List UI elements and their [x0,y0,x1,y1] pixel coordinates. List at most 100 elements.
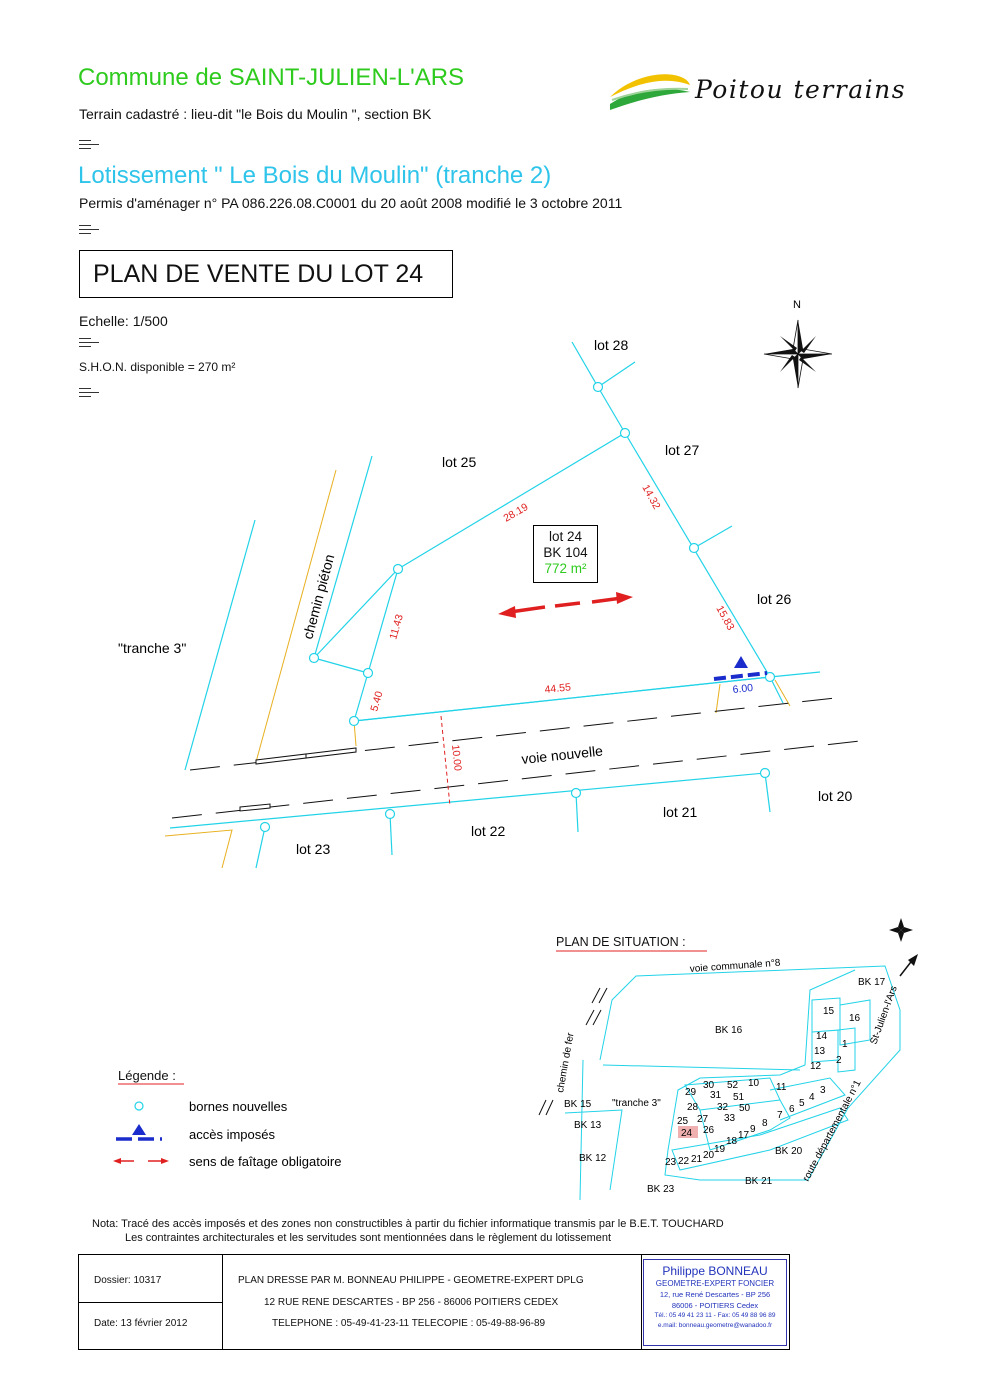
cartouche [78,1254,790,1350]
borne [308,652,320,664]
situation-parcels [579,1059,584,1201]
parcel-label: 5 [799,1098,805,1109]
south-boundary [169,772,766,829]
parcel-label: BK 23 [647,1184,675,1195]
legende-faitage: sens de faîtage obligatoire [189,1154,342,1169]
parcel-label: 52 [727,1080,739,1091]
road-edge [184,519,256,771]
telephone: TELEPHONE : 05-49-41-23-11 TELECOPIE : 0… [272,1318,546,1329]
separator-mark [79,338,99,348]
yellow-line [164,829,233,869]
parcel-label: 19 [714,1144,726,1155]
lot20-label: lot 20 [818,788,852,804]
parcel-label: 32 [717,1102,729,1113]
parcel-label: 15 [823,1006,835,1017]
stamp-addr2: 86006 - POITIERS Cedex [671,1301,759,1310]
faitage-symbol [113,1158,169,1164]
tranche3-label: "tranche 3" [118,640,186,656]
parcel-label: 31 [710,1090,722,1101]
shon-label: S.H.O.N. disponible = 270 m² [79,360,236,374]
dim-10-00: 10.00 [449,744,464,772]
boundary-line [769,671,821,678]
parcel-label: 7 [777,1110,783,1121]
situation-title: PLAN DE SITUATION : [556,935,686,949]
boundary-line [764,772,771,813]
parcel-label: 3 [820,1085,826,1096]
boundary-line [571,341,599,388]
parcel-label: 22 [678,1156,690,1167]
stamp-email: e.mail: bonneau.geometre@wanadoo.fr [657,1322,773,1329]
parcel-label: 28 [687,1102,699,1113]
parcel-label: 50 [739,1103,751,1114]
parcel-label: 51 [733,1092,745,1103]
parcel-label: BK 21 [745,1176,773,1187]
parcel-label: BK 16 [715,1025,743,1036]
road-mark [239,803,271,812]
situation-parcel-labels: BK 17 15 16 BK 16 14 1 13 2 12 11 3 4 5 … [564,977,886,1195]
nota: Nota: Tracé des accès imposés et des zon… [92,1217,724,1245]
road-marks [239,747,357,812]
borne-symbol [134,1101,144,1111]
boundary-line [353,676,771,722]
lot26-label: lot 26 [757,591,791,607]
north-label: N [793,299,801,311]
parcel-label: 10 [748,1078,760,1089]
borne [384,808,396,820]
stamp-title: GEOMETRE-EXPERT FONCIER [655,1279,775,1288]
bornes [259,381,776,833]
boundary-line [313,568,399,659]
yellow-line [255,469,337,763]
parcel-label: 4 [809,1092,815,1103]
boundary-line [575,792,579,833]
separator-mark [79,388,99,398]
parcel-label: BK 20 [775,1146,803,1157]
situation-tranche3: "tranche 3" [612,1098,661,1109]
situation-parcels [602,1064,801,1071]
situation-parcels [769,1077,846,1121]
lot24-highlight [678,1126,698,1138]
lot25-label: lot 25 [442,454,476,470]
nota-line2: Les contraintes architecturales et les s… [125,1232,612,1244]
situation-parcels [599,965,901,1181]
road-dashed-line [171,740,861,819]
parcel-label: 18 [726,1136,738,1147]
adresse: 12 RUE RENE DESCARTES - BP 256 - 86006 P… [264,1297,559,1308]
lot24-ref: BK 104 [543,545,588,560]
stamp-addr1: 12, rue René Descartes - BP 256 [659,1290,771,1299]
yellow-lines [164,469,791,869]
lot24-info-box: lot 24 BK 104 772 m² [533,525,598,583]
borne [348,715,360,727]
parcel-label: 27 [697,1114,709,1125]
parcel-label: 1 [842,1039,848,1050]
borne [764,671,776,683]
terrain-cadastre: Terrain cadastré : lieu-dit "le Bois du … [79,106,432,122]
situation-parcels [564,1109,623,1191]
acces-triangle [734,656,748,668]
geometre-stamp: Philippe BONNEAU GEOMETRE-EXPERT FONCIER… [643,1259,787,1346]
parcel-label: BK 17 [858,977,886,988]
parcel-label: BK 12 [579,1153,607,1164]
separator-mark [79,140,99,150]
borne [619,427,631,439]
lotissement-title: Lotissement " Le Bois du Moulin" (tranch… [78,162,552,189]
situation-lines [564,965,901,1201]
lot24-area: 772 m² [544,561,587,576]
borne [592,381,604,393]
situation-parcels [671,1107,849,1171]
dossier: Dossier: 10317 [94,1275,162,1286]
lot27-label: lot 27 [665,442,699,458]
commune-title: Commune de SAINT-JULIEN-L'ARS [78,64,465,91]
boundary-line [389,813,393,856]
parcel-label: 20 [703,1150,715,1161]
situation-north [889,918,913,942]
legende-title: Légende : [118,1068,176,1083]
plan-dresse: PLAN DRESSE PAR M. BONNEAU PHILIPPE - GE… [238,1275,584,1286]
boundary-line [597,361,636,388]
parcel-label: 13 [814,1046,826,1057]
parcel-label: 29 [685,1087,697,1098]
faitage-dash [554,601,581,608]
faitage-dash [509,605,546,614]
permis-amenager: Permis d'aménager n° PA 086.226.08.C0001… [79,195,623,211]
